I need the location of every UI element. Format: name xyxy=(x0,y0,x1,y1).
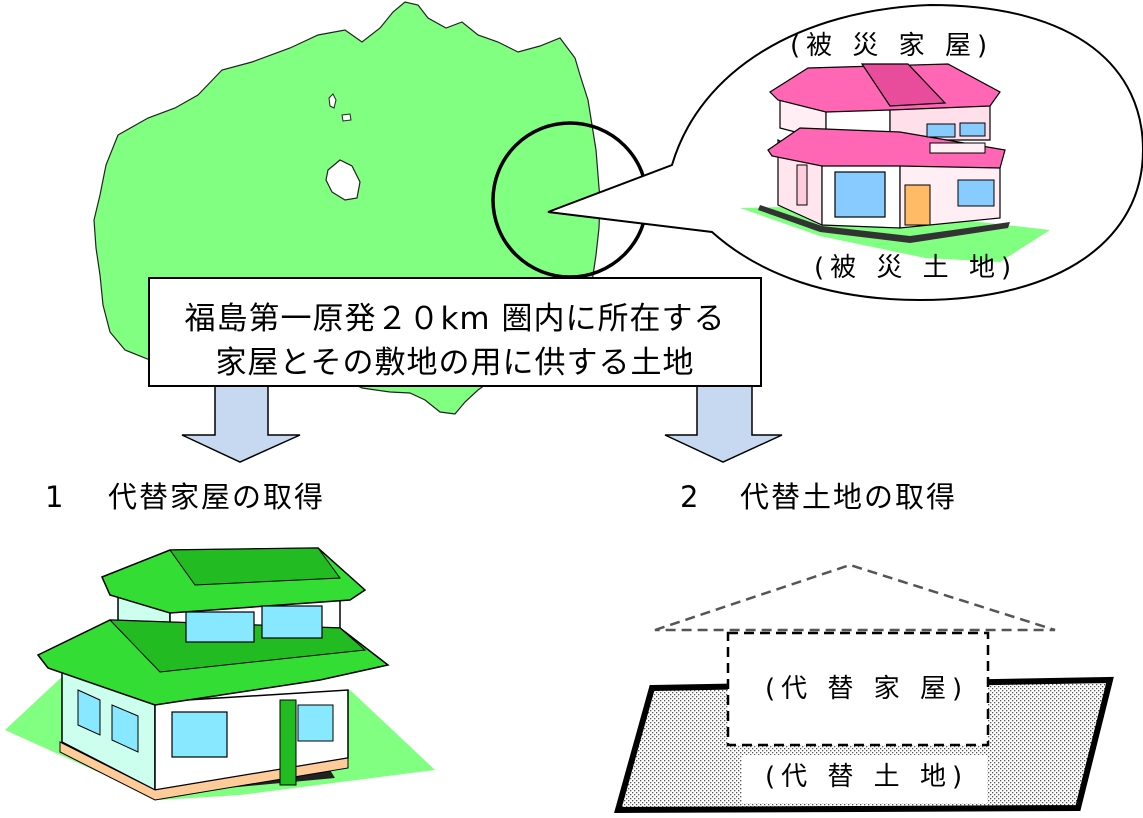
option-2-number: 2 xyxy=(680,480,701,514)
option-2-label: 代替土地の取得 xyxy=(740,480,958,514)
caption-line-2: 家屋とその敷地の用に供する土地 xyxy=(215,345,695,381)
lake-inawashiro xyxy=(325,159,361,201)
damaged-house-illustration xyxy=(740,63,1050,262)
option-1-number: 1 xyxy=(45,480,66,514)
caption-box: 福島第一原発２０km 圏内に所在する 家屋とその敷地の用に供する土地 xyxy=(148,277,762,387)
caption-line-1: 福島第一原発２０km 圏内に所在する xyxy=(184,301,726,337)
replacement-house-illustration xyxy=(5,547,435,801)
replacement-land-label-bg xyxy=(742,755,987,803)
replacement-land-label: (代 替 土 地) xyxy=(765,762,969,792)
replacement-house-label: (代 替 家 屋) xyxy=(765,674,969,704)
small-lake-2 xyxy=(341,113,352,122)
damaged-land-label: (被 災 土 地) xyxy=(814,253,1018,283)
option-1-label: 代替家屋の取得 xyxy=(108,480,326,514)
replacement-house-outline xyxy=(654,563,1056,747)
damaged-house-label: (被 災 家 屋) xyxy=(790,31,994,61)
small-lake xyxy=(328,93,337,109)
